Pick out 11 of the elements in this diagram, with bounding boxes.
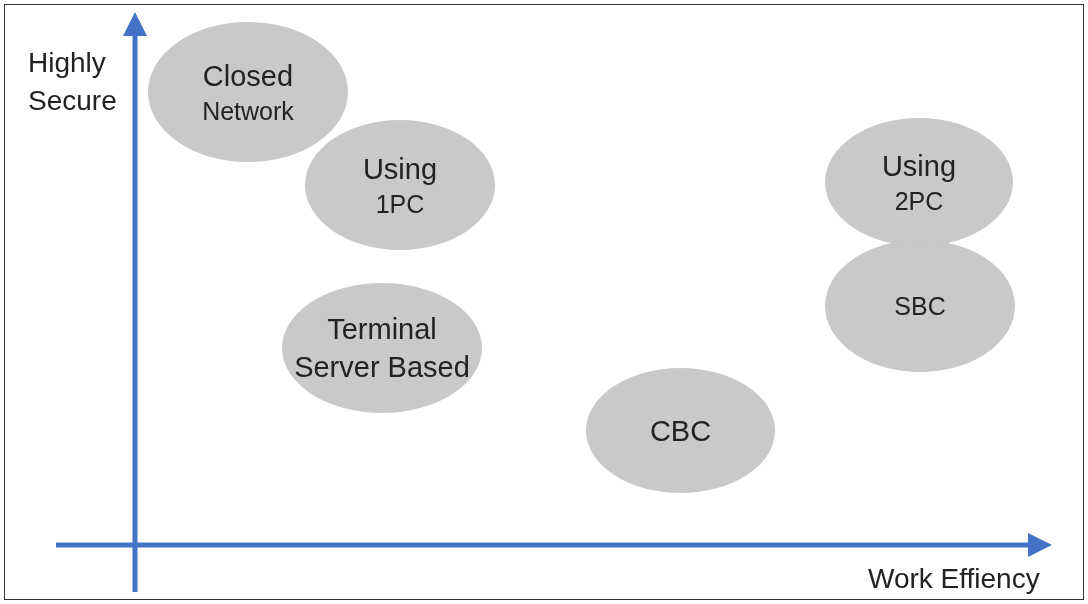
ellipse-label: CBC: [649, 413, 712, 449]
ellipse-label: Using: [362, 152, 438, 187]
axis-label: Highly Secure: [28, 46, 118, 118]
ellipse-label: 1PC: [375, 189, 425, 220]
ellipse-label: 2PC: [894, 186, 944, 217]
ellipse-label: Network: [202, 96, 294, 127]
ellipse-label: Terminal Server Based: [293, 312, 471, 385]
axis-label: Work Effiency: [868, 562, 1040, 596]
ellipse-label: SBC: [894, 291, 946, 322]
ellipse-label: Using: [881, 149, 957, 184]
ellipse-label: Closed: [202, 59, 294, 94]
